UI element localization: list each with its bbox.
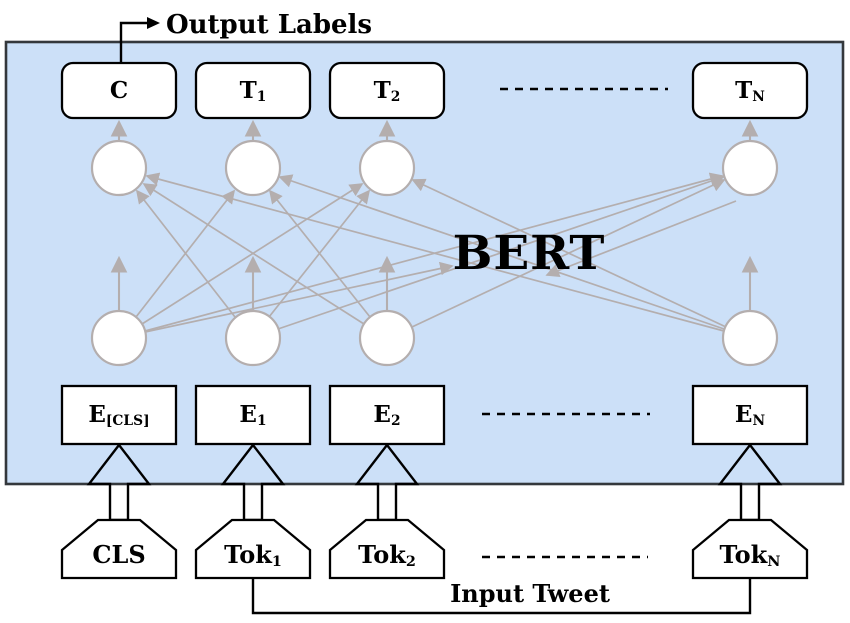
token-shapes — [60, 518, 809, 580]
bottom-unit-circle-2 — [224, 309, 282, 367]
self-connection-arrows — [110, 255, 759, 312]
ellipsis-dashes — [482, 87, 668, 559]
arrow-into-bert-right — [545, 200, 737, 277]
hidden-unit-circles — [90, 139, 779, 367]
top-unit-circle-n — [721, 139, 779, 197]
token-shape-cls — [60, 518, 178, 580]
output-node-box-t1 — [194, 61, 312, 120]
embedding-boxes — [60, 384, 809, 446]
token-shape-2 — [328, 518, 446, 580]
output-node-box-c — [60, 61, 178, 120]
token-shape-1 — [194, 518, 312, 580]
unit-to-output-arrows — [110, 119, 759, 140]
top-unit-circle-1 — [90, 139, 148, 197]
top-unit-circle-3 — [358, 139, 416, 197]
top-unit-circle-2 — [224, 139, 282, 197]
embedding-box-cls — [60, 384, 178, 446]
output-node-box-tn — [691, 61, 809, 120]
embedding-box-1 — [194, 384, 312, 446]
bottom-unit-circle-n — [721, 309, 779, 367]
token-shape-n — [691, 518, 809, 580]
bottom-unit-circle-1 — [90, 309, 148, 367]
embedding-box-n — [691, 384, 809, 446]
input-tweet-bracket — [251, 578, 752, 615]
arrowhead-icon — [147, 17, 160, 29]
arrow-into-bert-left — [144, 261, 454, 333]
output-node-box-t2 — [328, 61, 446, 120]
embedding-box-2 — [328, 384, 446, 446]
attention-connections — [135, 172, 737, 333]
output-node-boxes — [60, 61, 809, 120]
output-labels-arrow — [119, 17, 160, 62]
bottom-unit-circle-3 — [358, 309, 416, 367]
